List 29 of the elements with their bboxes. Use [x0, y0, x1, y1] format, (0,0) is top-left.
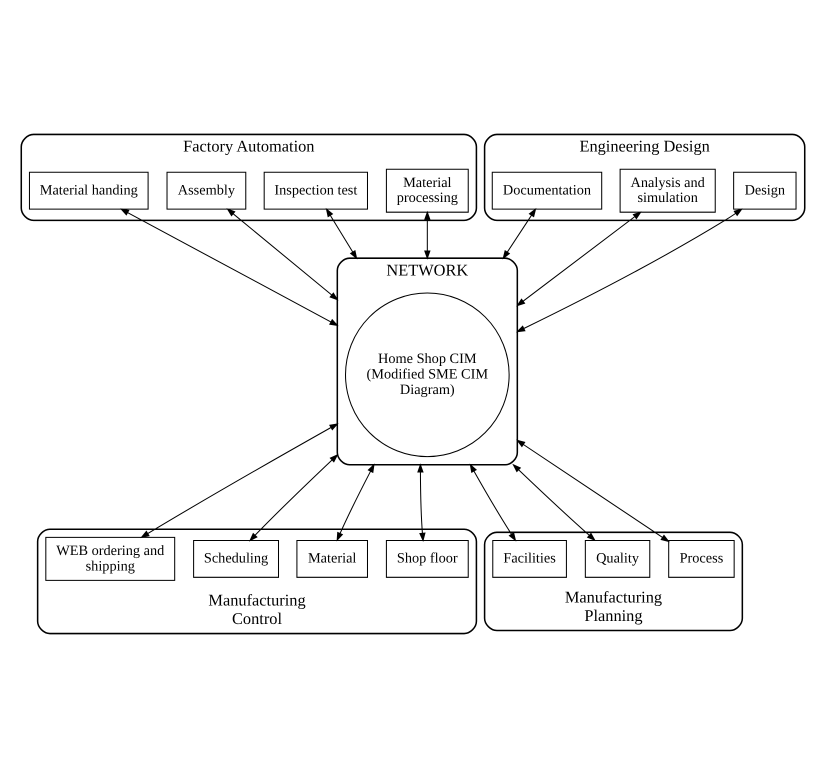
- node-box: WEB ordering and shipping: [44, 536, 175, 580]
- arrow: [502, 207, 536, 259]
- arrow: [512, 463, 596, 541]
- node-box: Process: [668, 539, 734, 578]
- node-box: Quality: [584, 539, 650, 578]
- arrow: [119, 208, 338, 326]
- arrow: [416, 462, 426, 542]
- arrow: [248, 453, 338, 542]
- node-box: Shop floor: [385, 539, 468, 578]
- arrow: [515, 208, 742, 332]
- node-box: Assembly: [166, 171, 246, 210]
- arrow: [469, 462, 516, 542]
- node-box: Documentation: [491, 171, 602, 210]
- arrow: [424, 210, 430, 260]
- node-box: Facilities: [492, 539, 566, 578]
- node-box: Material handing: [28, 171, 148, 210]
- node-box: Scheduling: [192, 539, 279, 578]
- arrow: [516, 210, 642, 306]
- arrow: [516, 439, 670, 542]
- arrow: [140, 422, 338, 538]
- arrow: [336, 462, 374, 542]
- arrow: [226, 208, 338, 300]
- node-box: Design: [732, 171, 796, 210]
- arrow: [325, 207, 357, 260]
- node-circle: Home Shop CIM (Modified SME CIM Diagram): [344, 292, 510, 457]
- node-box: Inspection test: [263, 171, 368, 210]
- node-box: Material: [296, 539, 368, 578]
- node-box: Analysis and simulation: [619, 168, 716, 212]
- node-box: Material processing: [385, 168, 468, 212]
